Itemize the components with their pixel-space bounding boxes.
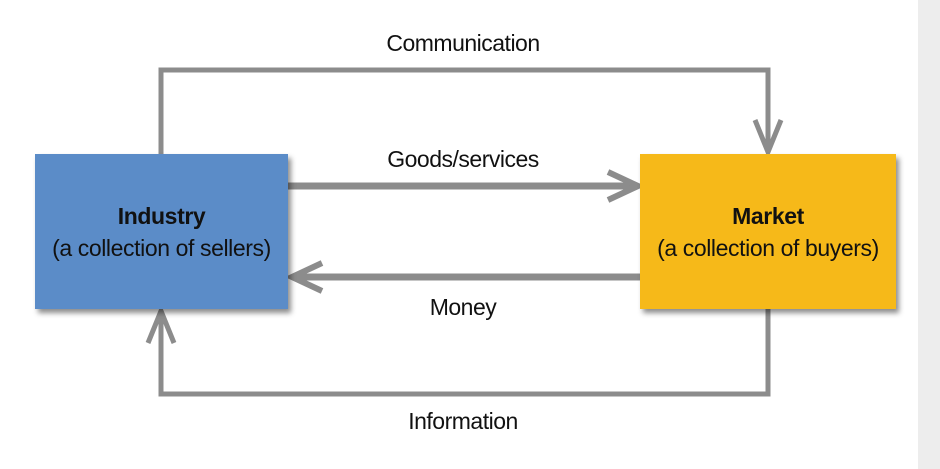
money-label: Money xyxy=(429,294,497,320)
market-title: Market xyxy=(732,202,804,229)
information-label: Information xyxy=(408,408,518,434)
communication-arrowhead xyxy=(752,119,784,159)
industry-box: Industry (a collection of sellers) xyxy=(35,154,288,309)
market-subtitle: (a collection of buyers) xyxy=(657,234,879,261)
goods-services-label: Goods/services xyxy=(387,146,539,172)
industry-subtitle: (a collection of sellers) xyxy=(52,234,271,261)
industry-title: Industry xyxy=(117,202,206,229)
communication-label: Communication xyxy=(386,30,540,56)
information-arrowhead xyxy=(145,304,177,344)
market-box: Market (a collection of buyers) xyxy=(640,154,896,309)
information-arrow xyxy=(158,309,771,397)
communication-arrow xyxy=(158,67,771,154)
money-arrowhead xyxy=(284,260,324,294)
page-edge-strip xyxy=(918,0,940,469)
goods-services-arrowhead xyxy=(606,169,646,203)
